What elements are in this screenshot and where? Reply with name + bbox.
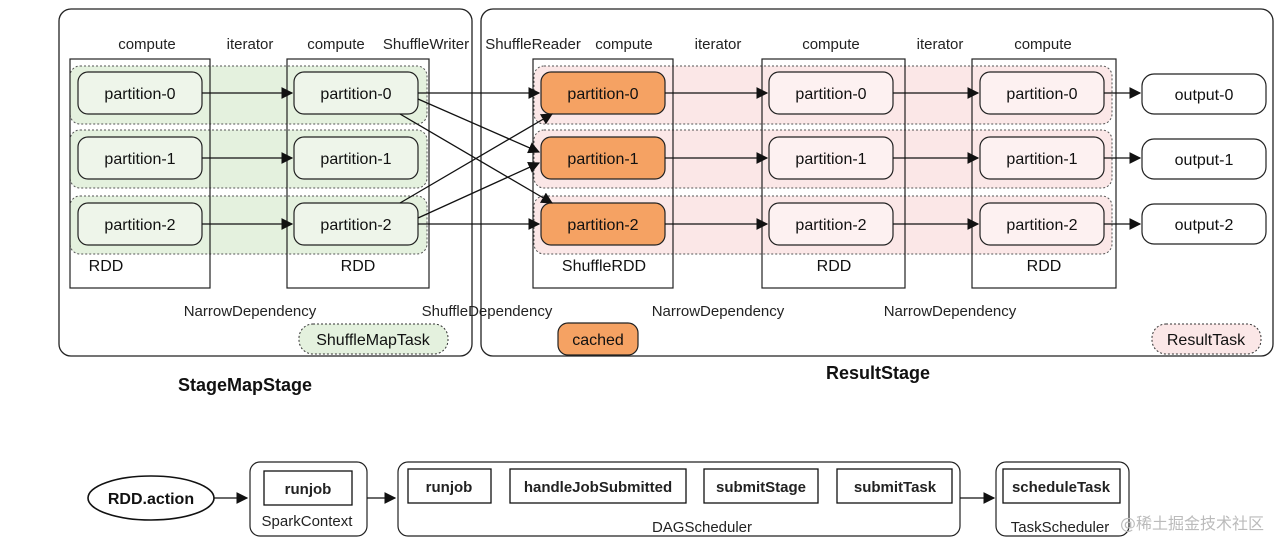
compute-label-2: compute xyxy=(307,36,365,53)
rdd-2-partitions: partition-0 partition-1 partition-2 xyxy=(293,71,419,246)
dag-runjob-label: runjob xyxy=(426,479,473,496)
spark-context-label: SparkContext xyxy=(262,513,354,530)
iterator-label-1: iterator xyxy=(227,36,274,53)
partition-label: partition-1 xyxy=(1006,151,1077,168)
rdd-box-1 xyxy=(69,58,211,289)
rdd-label-2: RDD xyxy=(341,258,376,275)
rdd-4-partitions: partition-0 partition-1 partition-2 xyxy=(768,71,894,246)
stage-map-stage-title: StageMapStage xyxy=(178,375,312,395)
stage-map-stage-box xyxy=(58,8,473,357)
compute-label-3: compute xyxy=(595,36,653,53)
rdd-box-2 xyxy=(286,58,430,289)
rdd-box-3 xyxy=(532,58,674,289)
rdd-box-5 xyxy=(971,58,1117,289)
iterator-label-2: iterator xyxy=(695,36,742,53)
task-scheduler-label: TaskScheduler xyxy=(1011,519,1109,536)
narrow-dependency-label-3: NarrowDependency xyxy=(884,303,1017,320)
output-nodes: output-0 output-1 output-2 xyxy=(1141,73,1267,245)
result-stage-title: ResultStage xyxy=(826,363,930,383)
shuffle-writer-label: ShuffleWriter xyxy=(383,36,469,53)
dependency-arrows xyxy=(202,87,1142,230)
rdd-5-partitions: partition-0 partition-1 partition-2 xyxy=(979,71,1105,246)
narrow-dependency-label-1: NarrowDependency xyxy=(184,303,317,320)
shuffle-rdd-partitions: partition-0 partition-1 partition-2 xyxy=(540,71,666,246)
shuffle-dependency-label: ShuffleDependency xyxy=(422,303,553,320)
result-task-label: ResultTask xyxy=(1167,332,1246,349)
dag-submit-task-label: submitTask xyxy=(854,479,937,496)
shuffle-map-task-label: ShuffleMapTask xyxy=(316,332,431,349)
compute-label-5: compute xyxy=(1014,36,1072,53)
spark-context-runjob-label: runjob xyxy=(285,481,332,498)
dag-handle-job-submitted-box xyxy=(509,468,687,504)
partition-label: partition-2 xyxy=(104,217,175,234)
partition-label: partition-2 xyxy=(795,217,866,234)
partition-label: partition-1 xyxy=(104,151,175,168)
iterator-label-3: iterator xyxy=(917,36,964,53)
output-label: output-0 xyxy=(1175,87,1234,104)
dag-submit-stage-label: submitStage xyxy=(716,479,806,496)
result-stage-box xyxy=(480,8,1274,357)
result-task-badge xyxy=(1151,323,1262,355)
partition-label: partition-0 xyxy=(795,86,866,103)
partition-label: partition-0 xyxy=(567,86,638,103)
partition-label: partition-2 xyxy=(1006,217,1077,234)
rdd-label-1: RDD xyxy=(89,258,124,275)
spark-context-runjob-box xyxy=(263,470,353,506)
partition-label: partition-1 xyxy=(795,151,866,168)
rdd-label-4: RDD xyxy=(817,258,852,275)
shuffle-map-task-badge xyxy=(298,323,449,355)
rdd-label-5: RDD xyxy=(1027,258,1062,275)
rdd-1-partitions: partition-0 partition-1 partition-2 xyxy=(77,71,203,246)
rdd-box-4 xyxy=(761,58,906,289)
partition-label: partition-2 xyxy=(320,217,391,234)
narrow-dependency-label-2: NarrowDependency xyxy=(652,303,785,320)
partition-label: partition-1 xyxy=(567,151,638,168)
dag-scheduler-label: DAGScheduler xyxy=(652,519,752,536)
schedule-task-label: scheduleTask xyxy=(1012,479,1111,496)
dag-submit-stage-box xyxy=(703,468,819,504)
output-label: output-2 xyxy=(1175,217,1234,234)
schedule-task-box xyxy=(1002,468,1121,504)
partition-label: partition-2 xyxy=(567,217,638,234)
rdd-label-3: ShuffleRDD xyxy=(562,258,646,275)
dag-runjob-box xyxy=(407,468,492,504)
partition-label: partition-1 xyxy=(320,151,391,168)
partition-label: partition-0 xyxy=(104,86,175,103)
rdd-action-label: RDD.action xyxy=(108,491,194,508)
partition-label: partition-0 xyxy=(1006,86,1077,103)
cached-label: cached xyxy=(572,332,624,349)
compute-label-1: compute xyxy=(118,36,176,53)
dag-submit-task-box xyxy=(836,468,953,504)
watermark: @稀土掘金技术社区 xyxy=(1120,514,1264,533)
output-label: output-1 xyxy=(1175,152,1234,169)
shuffle-reader-label: ShuffleReader xyxy=(485,36,581,53)
compute-label-4: compute xyxy=(802,36,860,53)
dag-handle-job-submitted-label: handleJobSubmitted xyxy=(524,479,672,496)
cached-badge xyxy=(557,322,639,356)
partition-label: partition-0 xyxy=(320,86,391,103)
